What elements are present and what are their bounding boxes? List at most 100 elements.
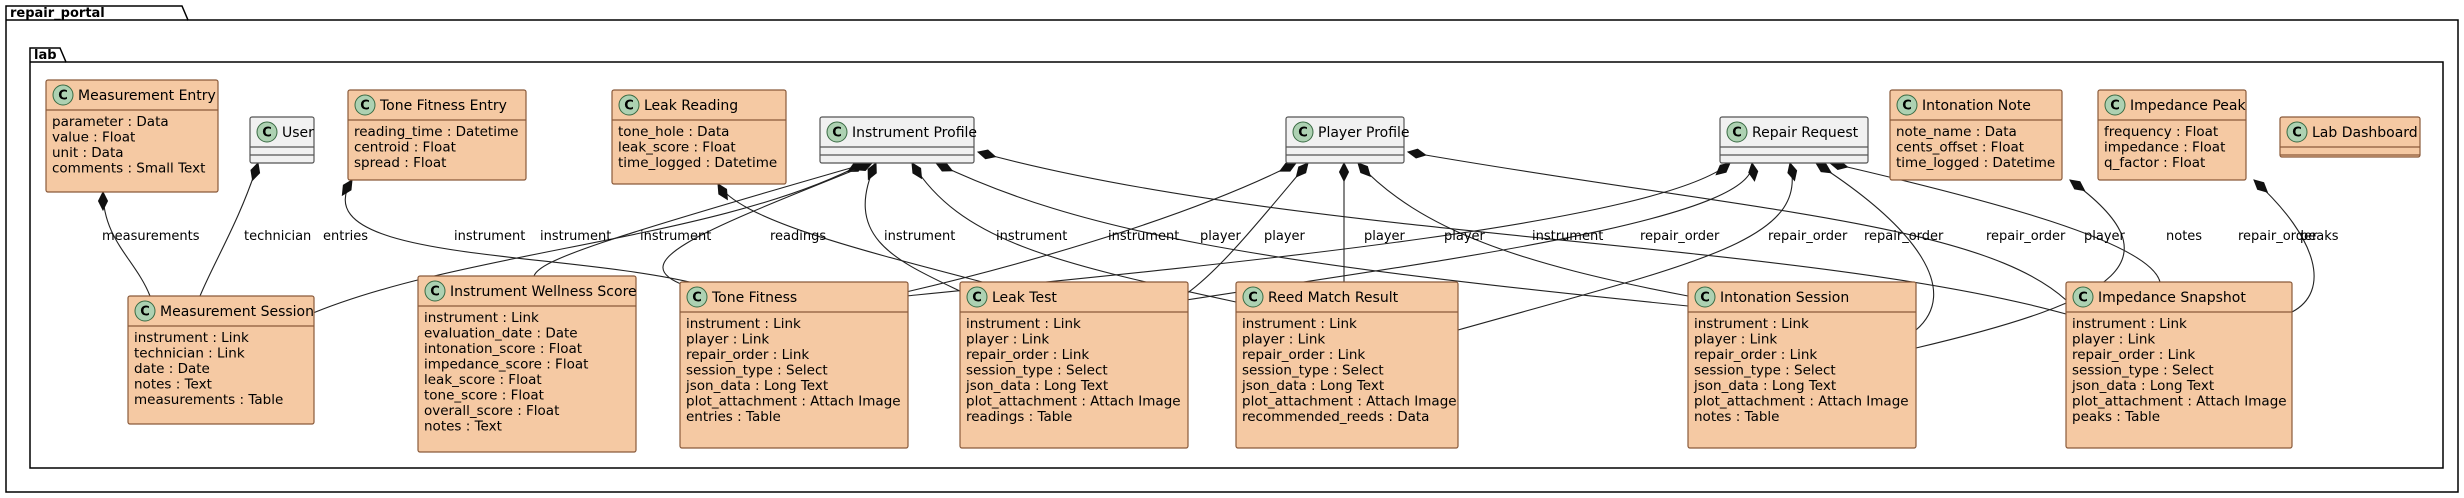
composition-diamond-icon [867, 161, 877, 181]
class-attribute: instrument : Link [966, 316, 1081, 332]
composition-diamond-icon [1295, 162, 1309, 178]
class-attribute: reading_time : Datetime [354, 124, 518, 140]
relation-instrument [911, 162, 1237, 303]
composition-diamond-icon [2069, 179, 2086, 192]
relation-line [977, 151, 2067, 315]
relation-label: instrument [640, 229, 711, 244]
class-attribute: spread : Float [354, 155, 446, 171]
class-badge-letter: C [2110, 99, 2120, 114]
class-attribute: evaluation_date : Date [424, 326, 578, 342]
class-attribute: tone_score : Float [424, 388, 544, 404]
class-attribute: instrument : Link [1242, 316, 1357, 332]
relation-instrument [864, 161, 967, 295]
class-box [1889, 89, 2063, 181]
relation-label: instrument [454, 229, 525, 244]
relation-repair-order [1457, 161, 1798, 331]
class-box [1285, 116, 1405, 164]
relation-line [662, 162, 873, 287]
relation-measurements [97, 190, 151, 297]
class-badge-icon [826, 121, 848, 143]
class-badge-letter: C [1902, 99, 1912, 114]
class-name: User [282, 125, 314, 141]
class-attribute: measurements : Table [134, 392, 283, 408]
class-attribute: repair_order : Link [1242, 347, 1365, 363]
class-box [679, 281, 909, 449]
class-attribute: player : Link [2072, 332, 2155, 348]
relation-label: repair_order [1864, 229, 1944, 244]
class-attribute: repair_order : Link [1694, 347, 1817, 363]
class-attribute: notes : Text [134, 377, 212, 393]
class-name: Reed Match Result [1268, 290, 1399, 306]
class-box [417, 275, 637, 453]
composition-diamond-icon [976, 149, 997, 160]
class-badge-icon [1694, 286, 1716, 308]
class-attribute: impedance_score : Float [424, 357, 588, 373]
relation-label: repair_order [1640, 229, 1720, 244]
relation-line [102, 191, 151, 297]
class-attribute: instrument : Link [134, 330, 249, 346]
class-badge-icon [2072, 286, 2094, 308]
subpackage-label: lab [34, 48, 57, 63]
class-box [45, 79, 219, 193]
relation-line [1357, 162, 1689, 297]
class-attribute: instrument : Link [686, 316, 801, 332]
class-box [1687, 281, 1917, 449]
relation-label: repair_order [1768, 229, 1848, 244]
class-badge-icon [1896, 94, 1918, 116]
class-attribute: json_data : Long Text [685, 378, 828, 394]
class-attribute: player : Link [686, 332, 769, 348]
class-badge-letter: C [1732, 126, 1742, 141]
relation-label: repair_order [1986, 229, 2066, 244]
class-badge-icon [134, 300, 156, 322]
class-attribute: time_logged : Datetime [618, 155, 777, 171]
class-name: Impedance Snapshot [2098, 290, 2246, 306]
class-badge-icon [2104, 94, 2126, 116]
relation-label: instrument [1108, 229, 1179, 244]
relation-line [911, 162, 1237, 303]
class-attribute: plot_attachment : Attach Image [686, 394, 901, 410]
class-attribute: json_data : Long Text [1241, 378, 1384, 394]
composition-diamond-icon [1278, 162, 1297, 172]
relation-line [344, 179, 699, 285]
class-attribute: q_factor : Float [2104, 155, 2205, 171]
relation-label: technician [244, 229, 311, 244]
relation-label: instrument [996, 229, 1067, 244]
class-attribute: json_data : Long Text [2071, 378, 2214, 394]
class-name: Intonation Session [1720, 290, 1849, 306]
package-lab: lab [29, 47, 2444, 469]
class-badge-letter: C [360, 99, 370, 114]
class-box [959, 281, 1189, 449]
composition-diamond-icon [341, 179, 353, 197]
composition-diamond-icon [250, 161, 261, 182]
class-attribute: instrument : Link [424, 310, 539, 326]
relation-label: instrument [884, 229, 955, 244]
relation-line [717, 183, 991, 285]
class-attribute: instrument : Link [2072, 316, 2187, 332]
class-name: Tone Fitness Entry [379, 98, 507, 114]
class-badge-letter: C [58, 89, 68, 104]
class-name: Measurement Session [160, 304, 314, 320]
class-name: Repair Request [1752, 125, 1859, 141]
class-box [1719, 116, 1869, 164]
class-name: Instrument Profile [852, 125, 977, 141]
class-attribute: unit : Data [52, 145, 124, 161]
composition-diamond-icon [1787, 161, 1798, 182]
class-attribute: notes : Table [1694, 409, 1780, 425]
class-badge-letter: C [430, 285, 440, 300]
class-attribute: player : Link [1242, 332, 1325, 348]
class-attribute: repair_order : Link [966, 347, 1089, 363]
relation-readings [717, 183, 991, 285]
class-badge-icon [256, 121, 278, 143]
relation-peaks [2253, 179, 2315, 313]
composition-diamond-icon [1815, 162, 1833, 174]
relation-line [1829, 162, 2161, 283]
composition-diamond-icon [1406, 148, 1427, 159]
class-badge-letter: C [832, 126, 842, 141]
